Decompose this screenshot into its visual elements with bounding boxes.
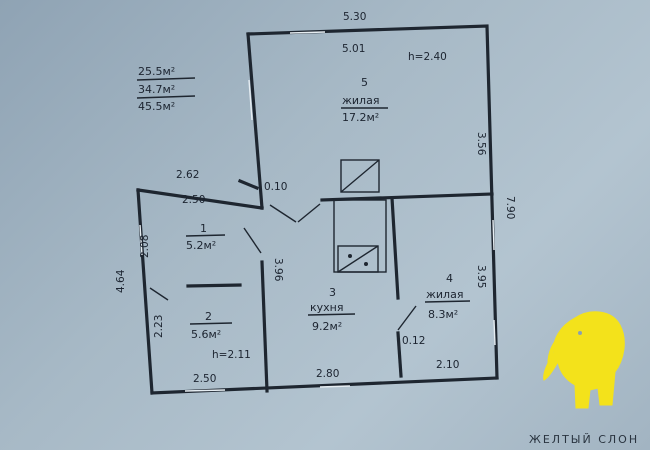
area-summary: 25.5м² 34.7м² 45.5м² xyxy=(136,65,196,113)
room-4-number: 4 xyxy=(446,272,453,285)
room-5: 5 жилая 17.2м² xyxy=(341,76,388,124)
dim-right-395: 3.95 xyxy=(475,265,487,288)
room-1-number: 1 xyxy=(200,222,207,235)
elephant-logo-icon xyxy=(543,311,625,409)
room-2-number: 2 xyxy=(205,310,212,323)
dim-bottom-250: 2.50 xyxy=(193,373,216,385)
dim-right-356: 3.56 xyxy=(475,132,487,156)
room-4-area: 8.3м² xyxy=(428,308,458,321)
dim-wall-010: 0.10 xyxy=(264,181,287,193)
total-area: 45.5м² xyxy=(138,100,175,113)
room-3-number: 3 xyxy=(329,286,336,299)
dim-left-223: 2.23 xyxy=(153,315,165,338)
logo-text: ЖЕЛТЫЙ СЛОН xyxy=(529,433,639,446)
room-1-area: 5.2м² xyxy=(186,239,216,252)
room-4: 4 жилая 8.3м² xyxy=(424,272,471,321)
dim-right-790: 7.90 xyxy=(504,196,516,219)
dim-left-262: 2.62 xyxy=(176,169,199,181)
room-5-area: 17.2м² xyxy=(342,111,379,124)
room-4-name: жилая xyxy=(426,288,463,301)
kitchen-fixtures xyxy=(333,159,387,273)
useful-area: 34.7м² xyxy=(138,83,175,96)
dim-bottom-210: 2.10 xyxy=(436,359,459,371)
dim-height-main: h=2.40 xyxy=(408,51,447,63)
living-area: 25.5м² xyxy=(138,65,175,78)
room-3-area: 9.2м² xyxy=(312,320,342,333)
dim-top-inner: 5.01 xyxy=(342,43,365,55)
doors xyxy=(149,203,417,331)
dim-height-small: h=2.11 xyxy=(212,349,251,361)
room-3-name: кухня xyxy=(310,301,343,314)
dimensions: 5.30 5.01 h=2.40 3.56 7.90 3.95 2.62 2.5… xyxy=(115,11,516,385)
windows xyxy=(139,31,496,392)
room-5-number: 5 xyxy=(361,76,368,89)
room-2-area: 5.6м² xyxy=(191,328,221,341)
room-1: 1 5.2м² xyxy=(185,222,226,252)
dim-bottom-280: 2.80 xyxy=(316,368,339,380)
room-3: 3 кухня 9.2м² xyxy=(307,286,356,333)
dim-left-208: 2.08 xyxy=(139,235,151,258)
dim-mid-396: 3.96 xyxy=(272,258,284,282)
dim-top-outer: 5.30 xyxy=(343,11,366,23)
room-2: 2 5.6м² xyxy=(189,310,233,341)
dim-left-464: 4.64 xyxy=(115,269,127,293)
dim-left-250-top: 2.50 xyxy=(182,194,205,206)
room-5-name: жилая xyxy=(342,94,379,107)
dim-wall-012: 0.12 xyxy=(402,335,425,347)
